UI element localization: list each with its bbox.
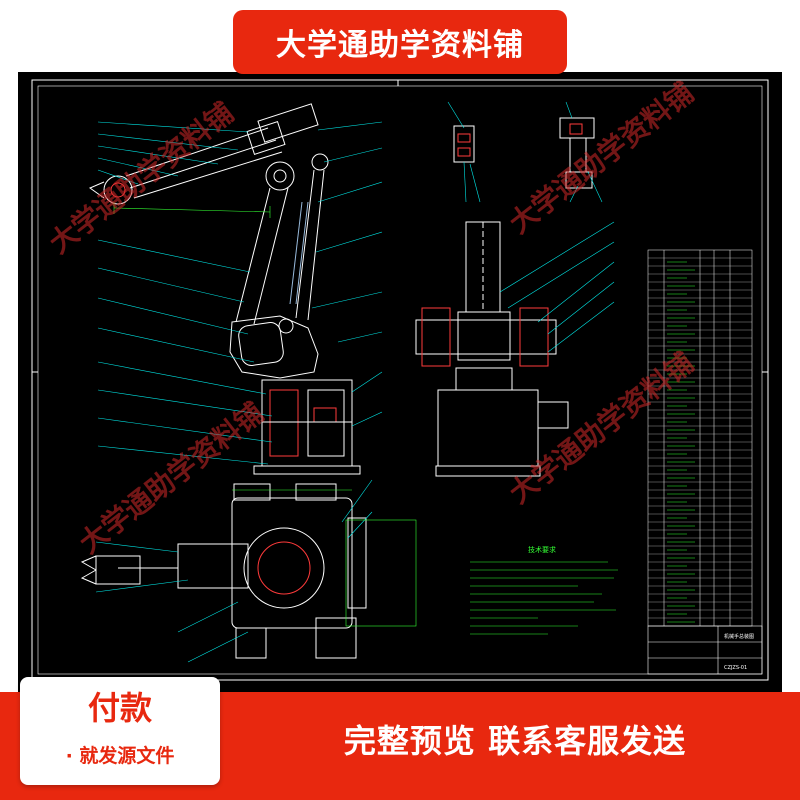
title-block-name: 机械手总装图	[724, 633, 754, 640]
leaders-left	[97, 121, 383, 465]
parts-list-text	[667, 261, 695, 623]
cad-svg: 技术要求	[31, 79, 769, 681]
title-block	[647, 625, 763, 675]
parts-list-rows	[648, 257, 752, 619]
front-view	[415, 221, 569, 477]
detail-views	[453, 117, 595, 189]
technical-notes: 技术要求	[470, 545, 618, 635]
notes-title: 技术要求	[528, 545, 556, 554]
pay-subtitle: · 就发源文件	[65, 745, 175, 767]
title-block-code: CZJZS-01	[724, 665, 747, 671]
shop-banner: 大学通助学资料铺	[233, 10, 567, 74]
pay-title: 付款	[87, 689, 152, 727]
shop-banner-label: 大学通助学资料铺	[276, 28, 524, 63]
cad-drawing: 技术要求	[18, 72, 782, 692]
cta-text: 完整预览 联系客服发送	[343, 722, 687, 760]
parts-list	[647, 249, 753, 627]
plan-view	[80, 483, 367, 659]
pay-box: 付款 · 就发源文件	[20, 677, 220, 785]
arm-side-view	[88, 103, 361, 475]
dimension-lines	[113, 202, 271, 218]
